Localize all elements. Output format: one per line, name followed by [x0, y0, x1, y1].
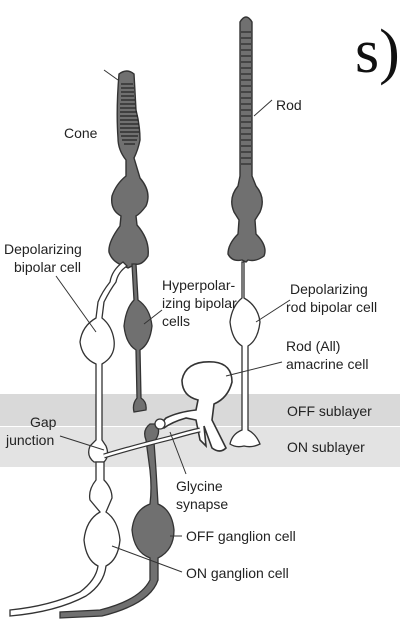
label-rod-amacrine-line2: amacrine cell: [286, 356, 369, 372]
title-fragment: s): [355, 18, 400, 86]
label-rod-amacrine-line1: Rod (All): [286, 338, 341, 354]
label-off-sublayer: OFF sublayer: [287, 403, 372, 419]
label-hyperpolarizing-line3: cells: [162, 313, 191, 329]
label-hyperpolarizing-line2: izing bipolar: [162, 295, 237, 311]
on-ganglion-cell: [9, 461, 121, 617]
rod-outer-segment-striations: [241, 31, 251, 165]
cone-cell: [108, 70, 149, 269]
rod-amacrine-cell: [161, 361, 233, 452]
hyperpolarizing-bipolar-cell: [123, 263, 153, 413]
label-cone: Cone: [64, 125, 98, 141]
label-depolarizing-bipolar-line2: bipolar cell: [14, 259, 81, 275]
label-glycine-synapse-line1: Glycine: [176, 478, 223, 494]
label-on-ganglion: ON ganglion cell: [186, 565, 289, 581]
label-gap-junction-line1: Gap: [30, 414, 57, 430]
label-off-ganglion: OFF ganglion cell: [186, 528, 296, 544]
label-on-sublayer: ON sublayer: [287, 439, 365, 455]
depolarizing-rod-bipolar-cell: [229, 261, 261, 448]
off-ganglion-cell: [59, 423, 175, 619]
leader-lines: [55, 69, 291, 573]
label-depolarizing-rod-bipolar-line2: rod bipolar cell: [286, 299, 378, 315]
label-rod: Rod: [276, 97, 302, 113]
label-hyperpolarizing-line1: Hyperpolar-: [162, 277, 236, 293]
glycine-synapse-bouton: [154, 418, 166, 430]
cone-outer-segment-striations: [120, 83, 139, 145]
label-glycine-synapse-line2: synapse: [176, 496, 229, 512]
label-depolarizing-rod-bipolar-line1: Depolarizing: [290, 281, 368, 297]
label-gap-junction-line2: junction: [6, 432, 55, 448]
label-depolarizing-bipolar-line1: Depolarizing: [4, 241, 82, 257]
